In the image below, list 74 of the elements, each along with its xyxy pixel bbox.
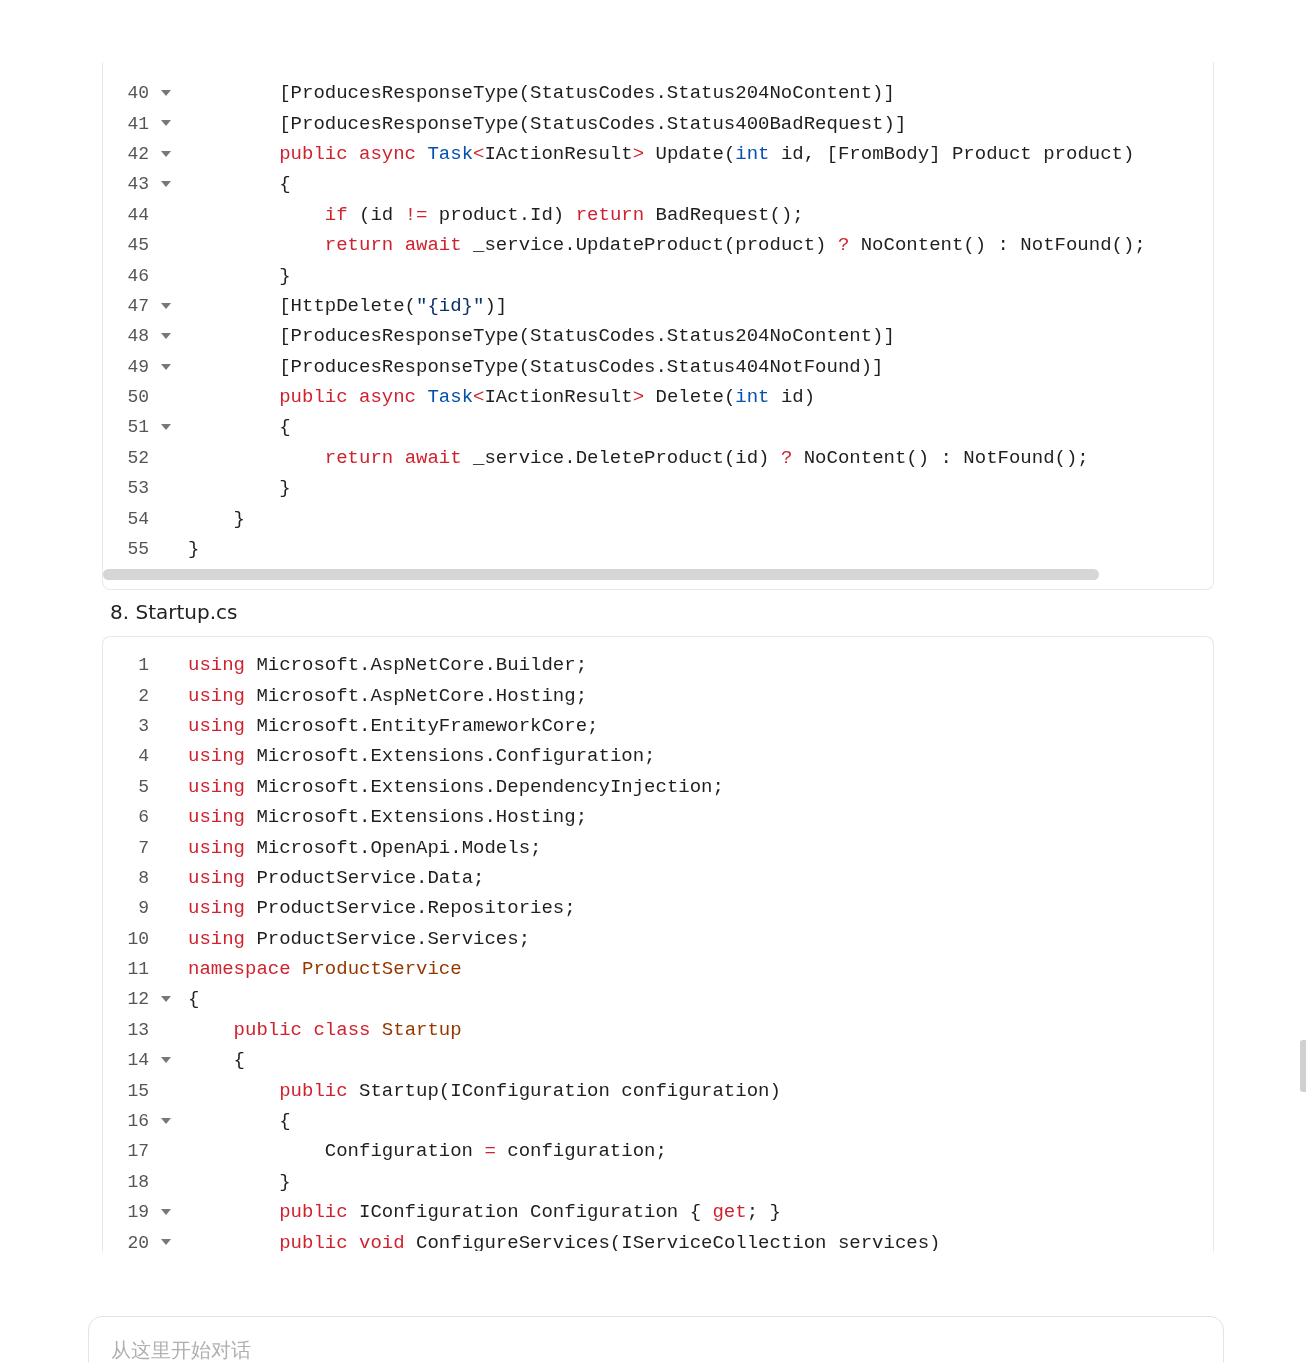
- line-number: 8: [137, 867, 149, 888]
- line-number: 46: [126, 265, 149, 286]
- code-line: public void ConfigureServices(IServiceCollection services): [279, 1231, 941, 1251]
- code-line: using ProductService.Services;: [188, 927, 531, 950]
- code-line: {: [233, 1049, 245, 1072]
- line-number: 12: [126, 989, 149, 1010]
- line-number: 9: [137, 898, 149, 919]
- line-number: 44: [126, 204, 149, 225]
- line-number: 40: [126, 83, 149, 104]
- code-line: using Microsoft.OpenApi.Models;: [188, 836, 542, 859]
- code-line: using Microsoft.AspNetCore.Hosting;: [188, 684, 588, 707]
- line-number: 10: [126, 928, 149, 949]
- line-number: 54: [126, 508, 149, 529]
- code-line: [ProducesResponseType(StatusCodes.Status404NotFound)]: [279, 355, 884, 378]
- code-line: using ProductService.Data;: [188, 866, 485, 889]
- line-number: 13: [126, 1019, 149, 1040]
- code-line: [ProducesResponseType(StatusCodes.Status400BadRequest)]: [279, 112, 907, 135]
- code-line: }: [233, 507, 245, 530]
- code-line: using Microsoft.Extensions.Hosting;: [188, 806, 588, 829]
- code-line: {: [188, 988, 200, 1011]
- line-number: 51: [126, 417, 149, 438]
- code-line: return await _service.UpdateProduct(product) ? NoContent() : NotFound();: [324, 234, 1146, 257]
- line-number: 15: [126, 1080, 149, 1101]
- line-number: 16: [126, 1111, 149, 1132]
- code-line: using ProductService.Repositories;: [188, 897, 576, 920]
- code-line: public IConfiguration Configuration { get; }: [279, 1201, 781, 1224]
- line-number: 55: [126, 539, 149, 560]
- code-line: }: [279, 1170, 291, 1193]
- line-number: 19: [126, 1202, 149, 1223]
- file-heading: 8. Startup.cs: [110, 600, 238, 624]
- code-line: [ProducesResponseType(StatusCodes.Status204NoContent)]: [279, 82, 895, 105]
- code-line: public async Task<IActionResult> Update(int id, [FromBody] Product product): [279, 142, 1135, 165]
- line-number: 17: [126, 1141, 149, 1162]
- line-number: 43: [126, 174, 149, 195]
- line-number: 2: [137, 685, 149, 706]
- line-number: 42: [126, 143, 149, 164]
- code-line: [ProducesResponseType(StatusCodes.Status204NoContent)]: [279, 325, 895, 348]
- code-line: using Microsoft.AspNetCore.Builder;: [188, 654, 588, 677]
- line-number: 20: [126, 1232, 149, 1251]
- code-line: Configuration = configuration;: [324, 1140, 667, 1163]
- line-number: 45: [126, 235, 149, 256]
- line-number: 14: [126, 1050, 149, 1071]
- code-line: {: [279, 173, 291, 196]
- line-number: 5: [137, 776, 149, 797]
- line-number: 18: [126, 1171, 149, 1192]
- code-line: [HttpDelete("{id}")]: [279, 294, 508, 317]
- code-line: {: [279, 416, 291, 439]
- line-number: 50: [126, 387, 149, 408]
- line-number: 47: [126, 295, 149, 316]
- line-number: 4: [137, 746, 149, 767]
- line-number: 6: [137, 807, 149, 828]
- code-line: using Microsoft.Extensions.DependencyInjection;: [188, 775, 724, 798]
- code-line: }: [188, 538, 200, 561]
- line-number: 52: [126, 447, 149, 468]
- placeholder-text: 从这里开始对话: [111, 1337, 251, 1362]
- code-line: using Microsoft.Extensions.Configuration;: [188, 745, 656, 768]
- code-line: }: [279, 264, 291, 287]
- code-line: if (id != product.Id) return BadRequest();: [324, 203, 804, 226]
- line-number: 1: [137, 655, 149, 676]
- line-number: 49: [126, 356, 149, 377]
- line-number: 7: [137, 837, 149, 858]
- code-line: namespace ProductService: [188, 958, 462, 981]
- code-line: public Startup(IConfiguration configuration): [279, 1079, 781, 1102]
- line-number: 41: [126, 113, 149, 134]
- line-number: 11: [126, 959, 149, 980]
- code-line: }: [279, 477, 291, 500]
- line-number: 48: [126, 326, 149, 347]
- code-line: public class Startup: [233, 1018, 462, 1041]
- code-line: public async Task<IActionResult> Delete(int id): [279, 386, 816, 409]
- code-line: return await _service.DeleteProduct(id) ? NoContent() : NotFound();: [324, 446, 1089, 469]
- line-number: 53: [126, 478, 149, 499]
- line-number: 3: [137, 715, 149, 736]
- code-line: {: [279, 1110, 291, 1133]
- code-line: using Microsoft.EntityFrameworkCore;: [188, 714, 599, 737]
